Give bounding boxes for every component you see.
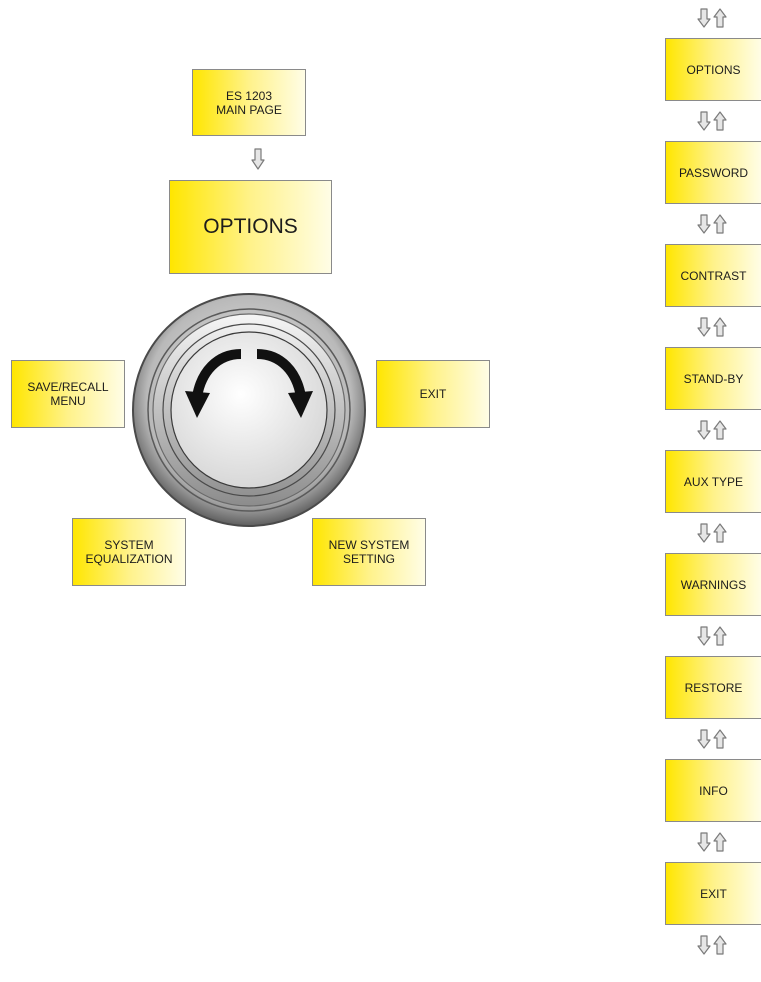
menu-item-stand-by: STAND-BY (665, 347, 761, 410)
arrow-down-icon (697, 832, 711, 852)
arrow-down-icon (697, 8, 711, 28)
arrow-pair-3 (697, 317, 727, 337)
menu-item-label: EXIT (700, 886, 727, 901)
menu-item-label: PASSWORD (678, 165, 749, 180)
save-recall-menu-label: SAVE/RECALL MENU (27, 380, 109, 408)
rotary-knob-icon (132, 293, 366, 527)
exit-label: EXIT (419, 387, 447, 401)
arrow-up-icon (713, 523, 727, 543)
menu-item-password: PASSWORD (665, 141, 761, 204)
arrow-up-icon (713, 420, 727, 440)
arrow-pair-9 (697, 935, 727, 955)
arrow-up-icon (713, 832, 727, 852)
arrow-up-icon (713, 626, 727, 646)
menu-item-exit: EXIT (665, 862, 761, 925)
new-system-setting-label: NEW SYSTEM SETTING (328, 538, 410, 566)
arrow-pair-4 (697, 420, 727, 440)
rotate-clockwise-icon (256, 349, 313, 418)
system-equalization-label: SYSTEM EQUALIZATION (85, 538, 173, 566)
save-recall-menu-box: SAVE/RECALL MENU (11, 360, 125, 428)
arrow-down-icon (697, 626, 711, 646)
menu-item-info: INFO (665, 759, 761, 822)
arrow-up-icon (713, 729, 727, 749)
arrow-up-icon (713, 111, 727, 131)
menu-item-label: OPTIONS (686, 62, 741, 77)
arrow-pair-6 (697, 626, 727, 646)
arrow-up-icon (713, 8, 727, 28)
arrow-down-icon (697, 214, 711, 234)
arrow-pair-0 (697, 8, 727, 28)
arrow-down-icon (697, 111, 711, 131)
menu-item-contrast: CONTRAST (665, 244, 761, 307)
arrow-up-icon (713, 214, 727, 234)
exit-box: EXIT (376, 360, 490, 428)
arrow-pair-1 (697, 111, 727, 131)
system-equalization-box: SYSTEM EQUALIZATION (72, 518, 186, 586)
arrow-pair-2 (697, 214, 727, 234)
options-box: OPTIONS (169, 180, 332, 274)
arrow-pair-5 (697, 523, 727, 543)
rotate-counterclockwise-icon (185, 349, 242, 418)
arrow-down-icon (697, 729, 711, 749)
menu-item-label: WARNINGS (680, 577, 747, 592)
menu-item-aux-type: AUX TYPE (665, 450, 761, 513)
menu-item-warnings: WARNINGS (665, 553, 761, 616)
options-label: OPTIONS (203, 215, 298, 238)
arrow-pair-8 (697, 832, 727, 852)
main-page-box: ES 1203 MAIN PAGE (192, 69, 306, 136)
menu-item-label: RESTORE (684, 680, 743, 695)
arrow-up-icon (713, 317, 727, 337)
menu-item-label: INFO (699, 783, 728, 798)
arrow-down-icon (251, 148, 265, 170)
arrow-up-icon (713, 935, 727, 955)
menu-item-label: AUX TYPE (683, 474, 744, 489)
new-system-setting-box: NEW SYSTEM SETTING (312, 518, 426, 586)
arrow-down-icon (697, 935, 711, 955)
arrow-down-icon (697, 523, 711, 543)
menu-item-restore: RESTORE (665, 656, 761, 719)
menu-item-label: CONTRAST (680, 268, 747, 283)
menu-item-options: OPTIONS (665, 38, 761, 101)
main-page-label: ES 1203 MAIN PAGE (216, 88, 282, 117)
arrow-pair-7 (697, 729, 727, 749)
arrow-down-icon (697, 317, 711, 337)
menu-item-label: STAND-BY (683, 371, 744, 386)
arrow-down-icon (697, 420, 711, 440)
